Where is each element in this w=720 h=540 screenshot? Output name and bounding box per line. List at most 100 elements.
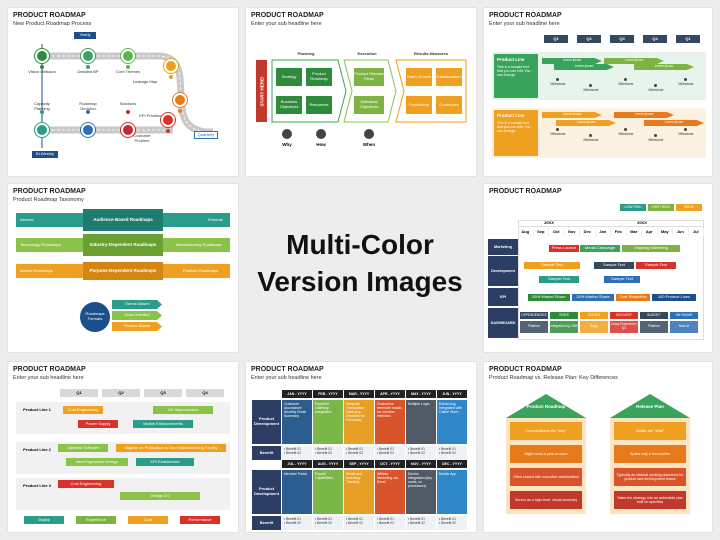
cell-top-4: Multiple Login <box>406 400 436 444</box>
step-dot-8 <box>40 110 44 114</box>
center-purpose: Purpose-Dependent Roadmaps <box>83 262 163 280</box>
milestone-dot-7 <box>624 128 627 131</box>
step-icon-0 <box>35 49 49 63</box>
cell-bottom-0: Member Portal <box>282 470 312 514</box>
quarter-0: Q1 <box>544 35 568 43</box>
box-sales-growth: Sales Growth <box>406 68 432 86</box>
pd-label-bottom: Product Development <box>252 470 281 514</box>
center-purpose-text: Purpose-Dependent Roadmaps <box>89 268 157 274</box>
milestone-label-3: Milestone <box>648 88 664 92</box>
cell-bottom-3: Affiliate Marketing via Email <box>375 470 405 514</box>
right-column-title: Release Plan <box>636 404 664 410</box>
why-icon <box>282 129 292 139</box>
left-item-0: Communicates the "why" <box>510 422 582 440</box>
product-line-label: Product Line <box>497 113 525 118</box>
slide-product-lines[interactable]: PRODUCT ROADMAP Enter your sub headline … <box>484 8 712 176</box>
slide-gantt[interactable]: PRODUCT ROADMAP LOW RISK HIGH RISK ISSUE… <box>484 184 712 352</box>
row-label-3: DASHBOARD <box>488 308 518 338</box>
milestone-label-8: Milestone <box>648 138 664 142</box>
benefit-bottom-0: • Benefit 01 • Benefit 02 <box>282 516 312 530</box>
milestone-dot-9 <box>684 128 687 131</box>
cell-top-0: Customer Abundance Monthly Email Summary <box>282 400 312 444</box>
month-bottom-5: DEC - YYYY <box>437 460 467 468</box>
milestone-dot-2 <box>624 78 627 81</box>
month-4: Dec <box>580 228 596 236</box>
step-label-3: Leakage Map <box>132 79 158 84</box>
slide-planning-execution[interactable]: PRODUCT ROADMAP Enter your sub headline … <box>246 8 476 176</box>
step-dot-6 <box>126 110 130 114</box>
slide-product-lines-gantt[interactable]: PRODUCT ROADMAP Enter your sub headline … <box>8 362 238 532</box>
step-icon-7 <box>81 123 95 137</box>
bar-kpi-1: 80% Market Share <box>528 294 570 301</box>
benefit-bottom-4: • Benefit 01 • Benefit 02 <box>406 516 436 530</box>
month-3: Nov <box>565 228 580 236</box>
slide-title: PRODUCT ROADMAP <box>13 188 86 195</box>
legend-high-risk: HIGH RISK <box>648 204 674 211</box>
benefit-top-3: • Benefit 01 • Benefit 02 <box>375 446 405 460</box>
slide-taxonomy[interactable]: PRODUCT ROADMAP Product Roadmap Taxonomy… <box>8 184 238 352</box>
month-bottom-3: OCT - YYYY <box>375 460 405 468</box>
format-theme: Theme-Based <box>112 300 162 309</box>
bar-ongoing-marketing: Ongoing Marketing <box>622 245 680 252</box>
benefit-label-top: Benefit <box>252 446 281 460</box>
milestone-dot-1 <box>589 84 592 87</box>
slide-process[interactable]: PRODUCT ROADMAP New Product Roadmap Proc… <box>8 8 238 176</box>
bar-kpi-3: Cost Reduction <box>616 294 650 301</box>
left-item-1: Might cover a year or more <box>510 445 582 463</box>
box-resources: Resources <box>306 96 332 114</box>
dash-val-0: Platform <box>520 321 548 333</box>
header-results: Results Measures <box>413 51 448 56</box>
dash-val-4: Platform <box>640 321 668 333</box>
label-when: When <box>362 142 376 147</box>
milestone-dot-6 <box>589 134 592 137</box>
bar-line1-0: Cost Engineering <box>63 406 103 414</box>
month-6: Feb <box>611 228 627 236</box>
dash-head-0: DEPENDENCIES <box>520 312 548 319</box>
box-infrastructure: Infrastructure <box>436 68 462 86</box>
bar-kpi-2: 20% Market Share <box>572 294 614 301</box>
center-audience: Audience-Based Roadmaps <box>83 209 163 231</box>
legend-1: Experience <box>76 516 116 524</box>
bar-line3-1: Design 3.0 <box>120 492 200 500</box>
box-customers: Customers <box>436 96 462 114</box>
month-10: Jun <box>673 228 689 236</box>
arrow-6: Lorem Ipsum <box>614 112 674 118</box>
step-dot-7 <box>86 110 90 114</box>
slide-roadmap-vs-release[interactable]: PRODUCT ROADMAP Product Roadmap vs. Rele… <box>484 362 712 532</box>
milestone-dot-5 <box>556 128 559 131</box>
month-bottom-0: JUL - YYYY <box>282 460 312 468</box>
month-9: May <box>658 228 673 236</box>
slide-subtitle: Enter your sub headline here <box>251 375 322 381</box>
benefit-bottom-3: • Benefit 01 • Benefit 02 <box>375 516 405 530</box>
arrow-7: Lorem Ipsum <box>644 120 704 126</box>
bar-line1-1: UX Improvement <box>153 406 213 414</box>
bar-kpi-4: 100 Product Lines <box>652 294 696 301</box>
header-execution: Execution <box>357 51 377 56</box>
bar-press-launch: Press Launch <box>549 245 579 252</box>
milestone-label-0: Milestone <box>550 82 566 86</box>
slide-title: PRODUCT ROADMAP <box>489 366 562 373</box>
slide-subtitle: Product Roadmap Taxonomy <box>13 197 84 203</box>
right-label-portfolio: Portfolio Roadmaps <box>183 268 219 273</box>
right-label-manufacturing: Manufacturing Roadmaps <box>176 242 222 247</box>
right-item-3: Takes the strategy into an actionable pl… <box>614 491 686 509</box>
milestone-label-5: Milestone <box>550 132 566 136</box>
bar-line1-2: Power Supply <box>78 420 118 428</box>
step-icon-2 <box>121 49 135 63</box>
left-item-3: Serves as a high-level, visual summary <box>510 491 582 509</box>
left-column-title: Product Roadmap <box>526 404 566 410</box>
slide-monthly-table[interactable]: PRODUCT ROADMAP Enter your sub headline … <box>246 362 476 532</box>
right-item-0: Details the "what" <box>614 422 686 440</box>
bar-line2-1: Migrate on Production to New Manufacturi… <box>116 444 226 452</box>
slide-subtitle: Product Roadmap vs. Release Plan: Key Di… <box>489 375 618 381</box>
bar-dev-2: Sample Text <box>594 262 634 269</box>
dash-head-3: DELIVERY <box>610 312 638 319</box>
month-1: Sep <box>534 228 549 236</box>
benefit-top-0: • Benefit 01 • Benefit 02 <box>282 446 312 460</box>
formats-circle-text: Roadmaps Formats <box>85 311 105 321</box>
benefit-bottom-1: • Benefit 01 • Benefit 02 <box>313 516 343 530</box>
quarter-3: Q4 <box>186 389 224 397</box>
month-7: Mar <box>627 228 642 236</box>
house-roofs <box>506 394 690 418</box>
line-label-0: Product Line 1 <box>23 407 51 412</box>
